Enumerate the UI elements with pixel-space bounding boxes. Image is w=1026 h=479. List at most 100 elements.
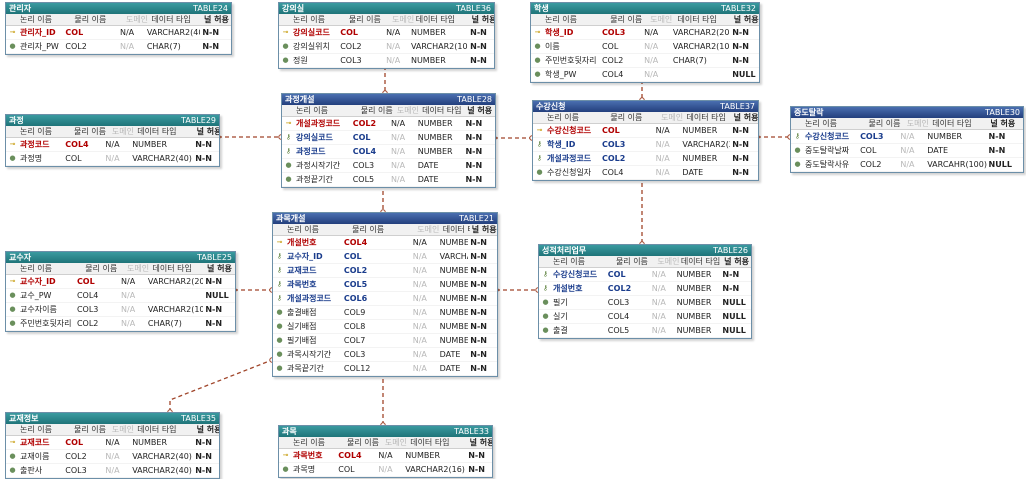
column-header-0[interactable]: 논리 이름	[293, 15, 325, 24]
column-header-4[interactable]: 널 허용	[203, 15, 229, 24]
column-header-0[interactable]: 논리 이름	[547, 113, 579, 122]
column-header-0[interactable]: 논리 이름	[20, 264, 52, 273]
column-header-4[interactable]: 널 허용	[471, 225, 497, 234]
column-header-2[interactable]: 도메인	[392, 15, 414, 24]
column-header-0[interactable]: 논리 이름	[805, 119, 837, 128]
column-header-0[interactable]: 논리 이름	[296, 106, 328, 115]
column-header-3[interactable]: 데이터 타입	[680, 257, 721, 266]
column-header-3[interactable]: 데이터 타입	[677, 15, 717, 24]
column-header-0[interactable]: 논리 이름	[293, 438, 325, 447]
column-header-2[interactable]: 도메인	[384, 438, 407, 447]
column-header-0[interactable]: 논리 이름	[545, 15, 577, 24]
column-header-3[interactable]: 데이터 타입	[151, 15, 191, 24]
column-header-2[interactable]: 도메인	[111, 425, 134, 434]
column-header-4[interactable]: 널 허용	[990, 119, 1016, 128]
column-header-3[interactable]: 데이터 타입	[152, 264, 192, 273]
column-header-2[interactable]: 도메인	[657, 257, 679, 266]
column-header-4[interactable]: 널 허용	[471, 15, 494, 24]
column-header-1[interactable]: 물리 이름	[352, 225, 385, 234]
column-header-1[interactable]: 물리 이름	[360, 106, 393, 115]
column-header-4[interactable]: 널 허용	[196, 127, 220, 136]
column-header-3[interactable]: 데이터 타입	[422, 106, 462, 115]
column-header-1[interactable]: 물리 이름	[615, 257, 648, 266]
column-header-2[interactable]: 도메인	[906, 119, 929, 128]
column-header-2[interactable]: 도메인	[417, 225, 440, 234]
column-header-3[interactable]: 데이터 타입	[410, 438, 450, 447]
column-header-4[interactable]: 널 허용	[467, 106, 493, 115]
rel-textbook-subjectopen[interactable]	[169, 359, 273, 412]
column-header-1[interactable]: 물리 이름	[74, 127, 106, 136]
column-header-3[interactable]: 데이터 타입	[137, 425, 177, 434]
column-header-4[interactable]: 널 허용	[196, 425, 220, 434]
column-header-2[interactable]: 도메인	[125, 15, 149, 24]
column-header-1[interactable]: 물리 이름	[74, 15, 107, 24]
column-header-3[interactable]: 데이터 타입	[137, 127, 177, 136]
column-header-3[interactable]: 데이터 타입	[415, 15, 456, 24]
column-header-0[interactable]: 논리 이름	[20, 127, 52, 136]
column-header-2[interactable]: 도메인	[111, 127, 134, 136]
column-header-2[interactable]: 도메인	[661, 113, 684, 122]
column-header-1[interactable]: 물리 이름	[348, 15, 381, 24]
column-header-0[interactable]: 논리 이름	[20, 425, 52, 434]
column-header-4[interactable]: 널 허용	[724, 257, 749, 266]
column-header-0[interactable]: 논리 이름	[553, 257, 585, 266]
column-header-1[interactable]: 물리 이름	[74, 425, 106, 434]
column-header-4[interactable]: 널 허용	[469, 438, 493, 447]
column-header-3[interactable]: 데이터 타입	[932, 119, 972, 128]
column-header-3[interactable]: 데이터 타입	[686, 113, 726, 122]
column-header-1[interactable]: 물리 이름	[347, 438, 379, 447]
